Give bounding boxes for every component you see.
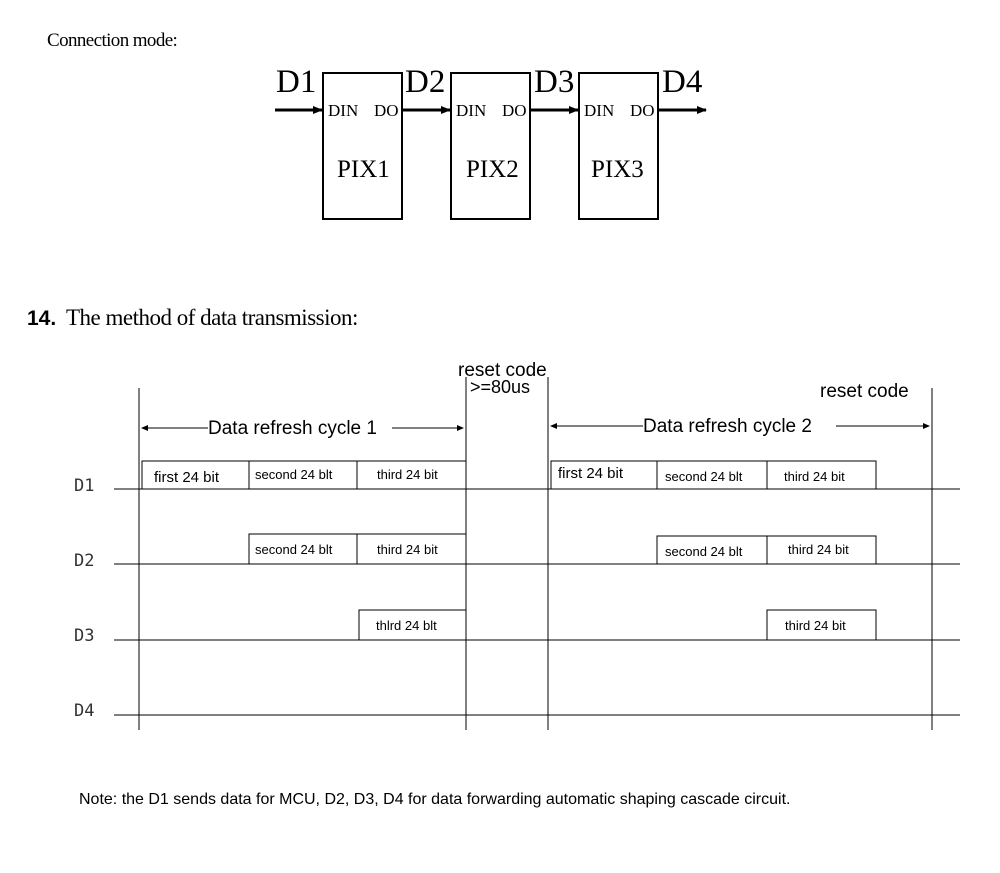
pix3-do: DO	[630, 101, 655, 120]
c1-d1-label-3: third 24 bit	[377, 467, 438, 482]
section-number: 14.	[27, 307, 56, 330]
c2-d1-label-3: third 24 bit	[784, 469, 845, 484]
c1-d2-label-2: third 24 bit	[377, 542, 438, 557]
reset-time-label: >=80us	[470, 377, 530, 397]
signal-d1: D1	[276, 64, 316, 100]
c1-d3-label-1: thlrd 24 blt	[376, 618, 437, 633]
pix1-block	[322, 72, 403, 220]
c1-d2-box-2	[356, 533, 467, 565]
c2-d2-label-2: third 24 bit	[788, 542, 849, 557]
timing-diagram	[114, 377, 960, 730]
pix2-din: DIN	[456, 101, 486, 120]
transmission-heading: The method of data transmission:	[66, 305, 358, 330]
c1-d1-box-3	[356, 460, 467, 490]
pix3-din: DIN	[584, 101, 614, 120]
signal-d2: D2	[405, 64, 445, 100]
c2-d1-label-2: second 24 blt	[665, 469, 743, 484]
pix2-label: PIX2	[466, 156, 519, 183]
pix2-block	[450, 72, 531, 220]
c2-d2-label-1: second 24 blt	[665, 544, 743, 559]
c2-d1-label-1: first 24 bit	[558, 465, 624, 482]
c2-d1-box-3	[766, 460, 877, 490]
line-label-d4: D4	[74, 701, 94, 721]
line-label-d3: D3	[74, 626, 94, 646]
signal-d3: D3	[534, 64, 574, 100]
c1-d2-label-1: second 24 blt	[255, 542, 333, 557]
c1-d3-box-1	[358, 609, 467, 641]
c2-d2-box-2	[766, 535, 877, 565]
reset-code-label-2: reset code	[820, 381, 909, 402]
c2-d3-label-1: third 24 bit	[785, 618, 846, 633]
c1-d1-label-2: second 24 blt	[255, 467, 333, 482]
reset-code-label-1: reset code	[458, 360, 547, 381]
footer-note: Note: the D1 sends data for MCU, D2, D3,…	[79, 791, 790, 808]
pix3-block	[578, 72, 659, 220]
line-label-d1: D1	[74, 476, 94, 496]
pix1-do: DO	[374, 101, 399, 120]
c1-d1-label-1: first 24 bit	[154, 469, 220, 486]
line-label-d2: D2	[74, 551, 94, 571]
connection-mode-heading: Connection mode:	[47, 30, 177, 51]
pix3-label: PIX3	[591, 156, 644, 183]
signal-d4: D4	[662, 64, 702, 100]
pix2-do: DO	[502, 101, 527, 120]
cycle2-label: Data refresh cycle 2	[643, 416, 812, 437]
cycle1-label: Data refresh cycle 1	[208, 418, 377, 439]
c2-d3-box-1	[766, 609, 877, 641]
connection-diagram	[275, 72, 707, 220]
pix1-label: PIX1	[337, 156, 390, 183]
pix1-din: DIN	[328, 101, 358, 120]
